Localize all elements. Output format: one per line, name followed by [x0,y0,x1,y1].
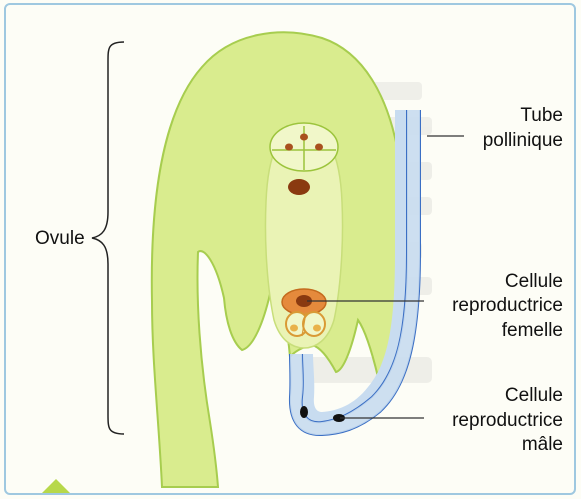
male-cell-label-line2: reproductrice [452,408,563,433]
antipodal-cells [270,123,338,171]
ovule-bracket [92,42,124,434]
male-cell-label-line1: Cellule [505,383,563,408]
tube-label-line2: pollinique [483,128,563,153]
male-cell-label-line3: mâle [522,432,563,457]
female-cell-label-line2: reproductrice [452,293,563,318]
female-cell-label-line1: Cellule [505,269,563,294]
female-cell-label-line3: femelle [502,318,563,343]
figure-frame: Ovule Tube pollinique Cellule reproductr… [4,3,576,495]
tube-label-line1: Tube [520,103,563,128]
ovule-label: Ovule [35,226,85,251]
corner-marker-icon [36,479,76,495]
central-nucleus [288,179,310,195]
